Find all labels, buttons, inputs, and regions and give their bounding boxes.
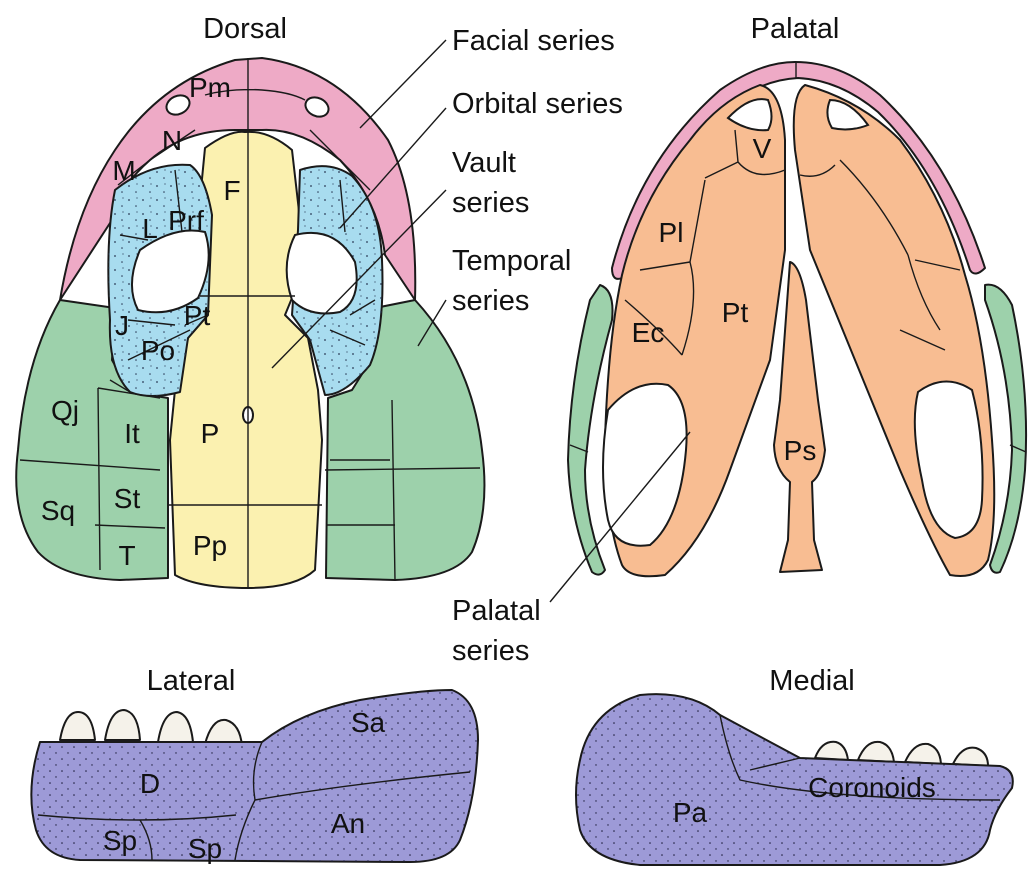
label-po: Po <box>141 335 175 366</box>
label-m: M <box>112 155 135 186</box>
palatal-title: Palatal <box>751 13 840 45</box>
label-vault-series-line1: Vault <box>452 147 516 179</box>
label-orbital-series: Orbital series <box>452 88 623 120</box>
label-coronoids: Coronoids <box>808 772 936 803</box>
label-temporal-series-line1: Temporal <box>452 245 571 277</box>
lateral-jaw-stipple <box>31 690 478 862</box>
dorsal-view: Dorsal Pm N M F L Prf J Pt <box>16 13 484 588</box>
label-pa: Pa <box>673 797 708 828</box>
label-an: An <box>331 808 365 839</box>
label-palatal-series-line1: Palatal <box>452 595 541 627</box>
label-vault-series-line2: series <box>452 187 529 219</box>
label-t: T <box>118 540 135 571</box>
dorsal-title: Dorsal <box>203 13 287 45</box>
lateral-jaw-view: Lateral Sa D An Sp Sp <box>31 665 478 864</box>
label-sa: Sa <box>351 707 386 738</box>
label-facial-series: Facial series <box>452 25 615 57</box>
parasphenoid <box>774 262 825 572</box>
medial-title: Medial <box>769 665 854 697</box>
label-ps: Ps <box>784 435 817 466</box>
label-f: F <box>223 175 240 206</box>
label-qj: Qj <box>51 395 79 426</box>
label-n: N <box>162 125 182 156</box>
label-d: D <box>140 768 160 799</box>
label-pl: Pl <box>659 217 684 248</box>
label-pt-orbit: Pt <box>184 300 211 331</box>
tooth-lateral-1 <box>60 712 95 740</box>
palatal-view: Palatal V Pl Ec Pt Ps <box>568 13 1026 576</box>
label-ec: Ec <box>632 317 665 348</box>
tooth-medial-3 <box>905 744 941 764</box>
tooth-medial-1 <box>815 742 848 760</box>
medial-jaw-view: Medial Pa Coronoids <box>576 665 1013 865</box>
label-pp: Pp <box>193 530 227 561</box>
label-temporal-series-line2: series <box>452 285 529 317</box>
leader-facial <box>360 40 446 128</box>
label-prf: Prf <box>168 205 204 236</box>
medial-jaw-stipple <box>576 694 1013 865</box>
label-it: It <box>124 418 140 449</box>
label-sq: Sq <box>41 495 75 526</box>
label-sp-1: Sp <box>103 825 137 856</box>
tooth-medial-4 <box>953 748 988 766</box>
label-p: P <box>201 418 220 449</box>
label-j: J <box>115 310 129 341</box>
label-l: L <box>142 213 158 244</box>
label-v: V <box>753 133 772 164</box>
label-sp-2: Sp <box>188 833 222 864</box>
tooth-lateral-2 <box>105 710 140 740</box>
label-st: St <box>114 483 141 514</box>
label-pt-palate: Pt <box>722 297 749 328</box>
tooth-lateral-3 <box>158 712 193 742</box>
lateral-title: Lateral <box>147 665 236 697</box>
tooth-medial-2 <box>858 742 894 762</box>
label-pm: Pm <box>189 72 231 103</box>
label-palatal-series-line2: series <box>452 635 529 667</box>
